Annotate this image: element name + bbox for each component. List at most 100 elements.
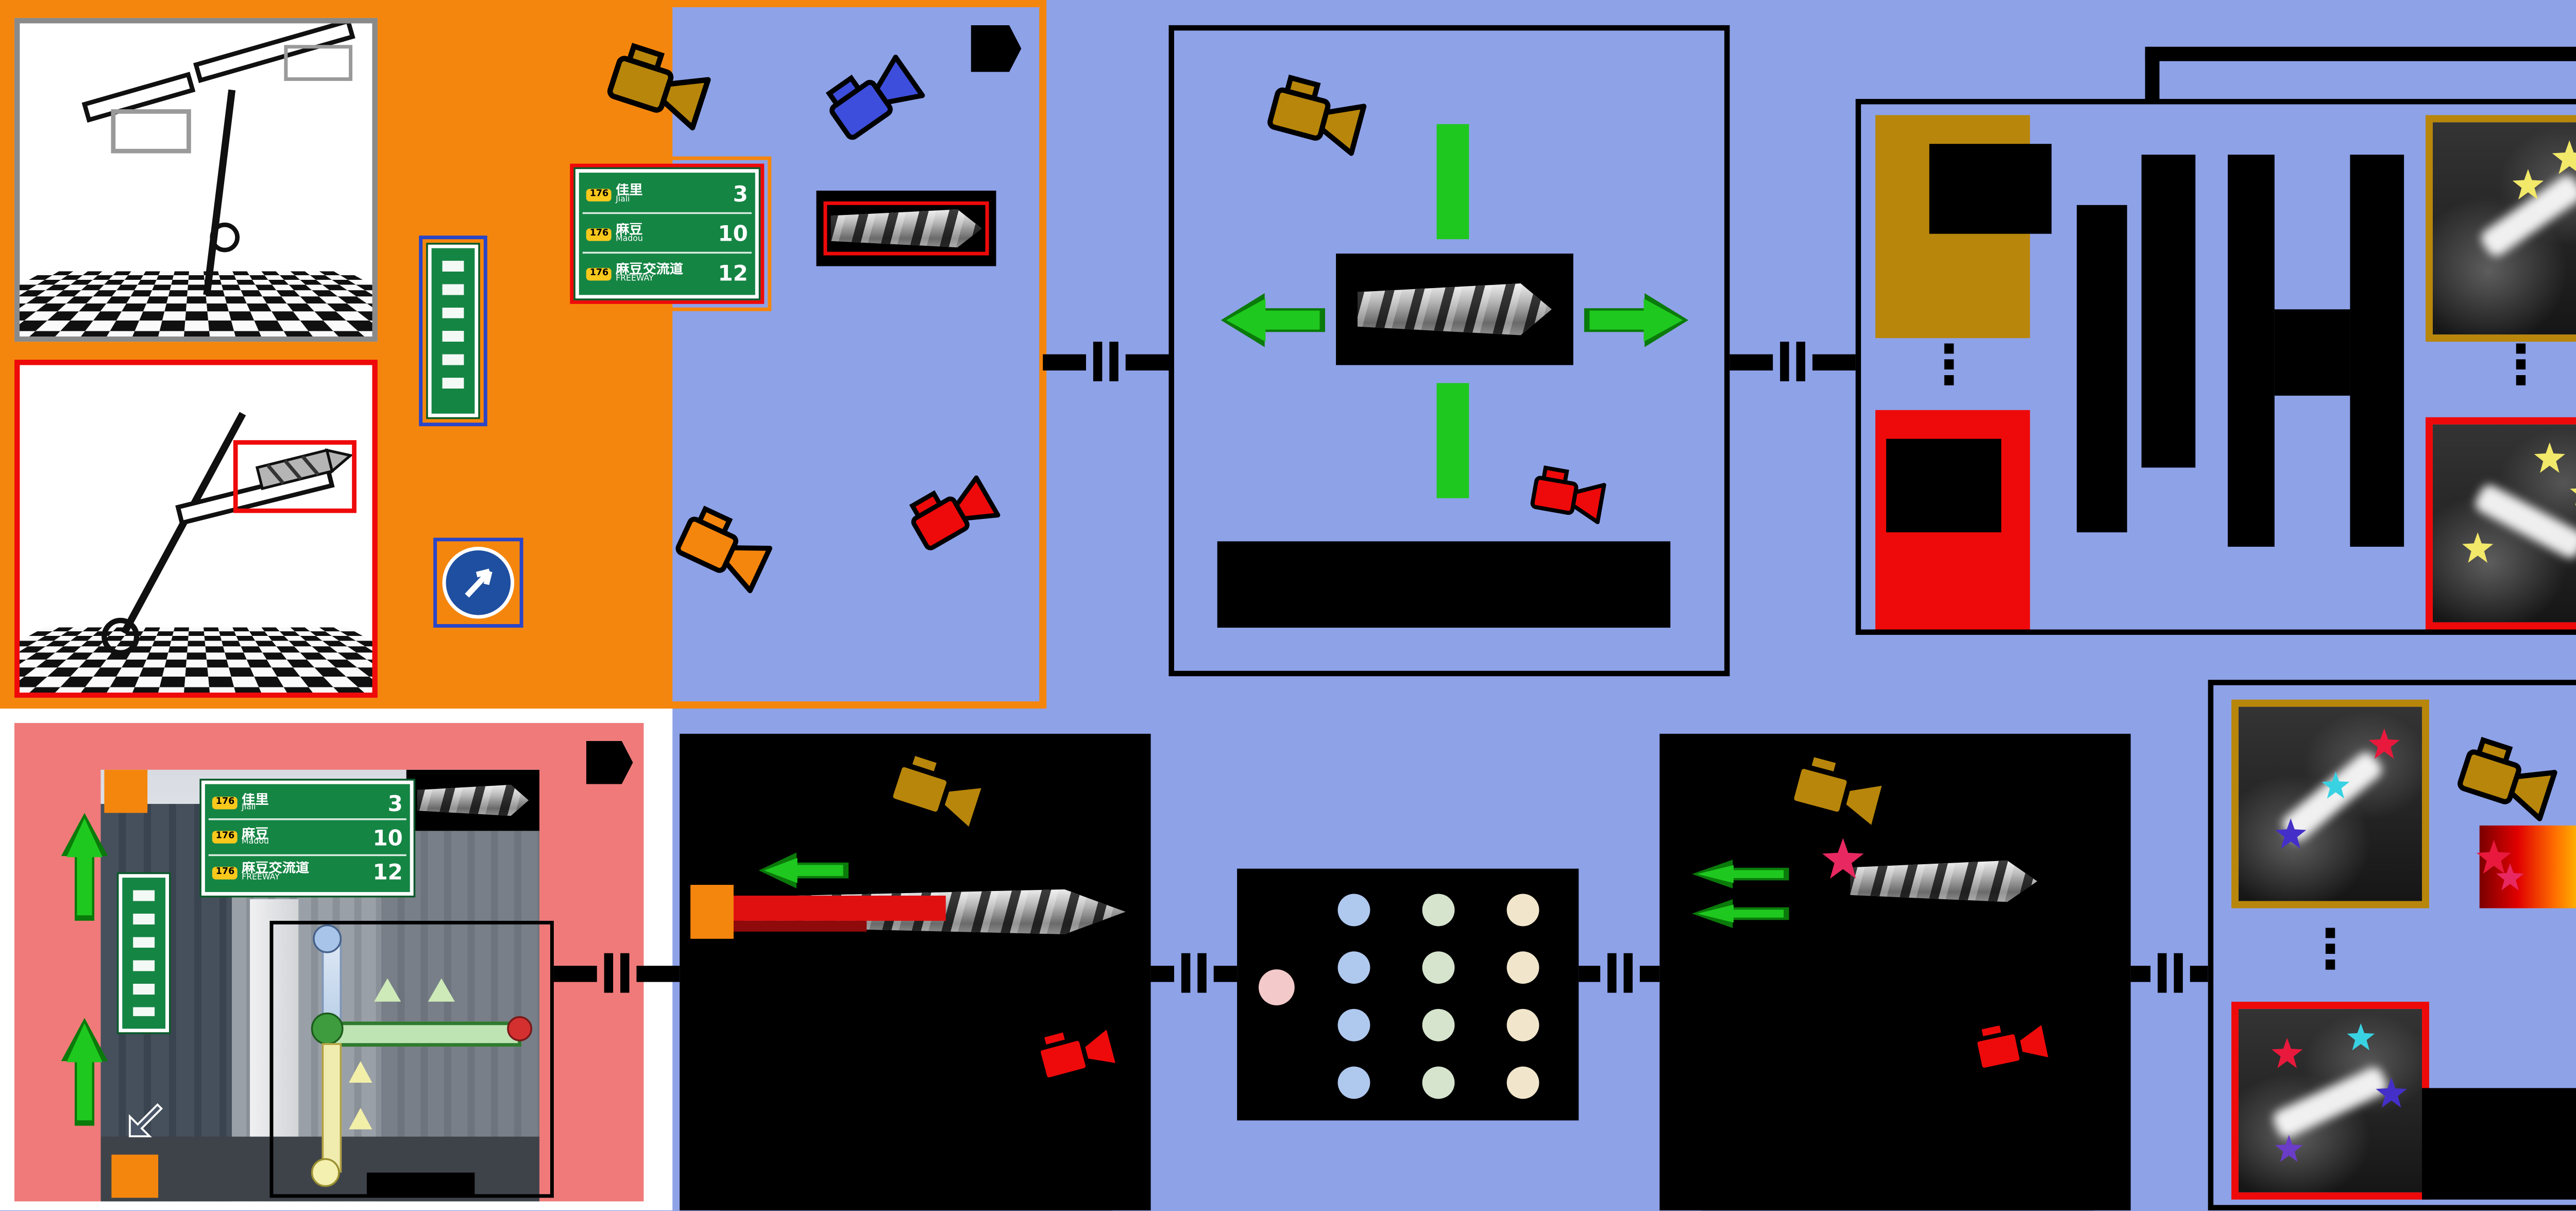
keypoint-star-yellow (2569, 478, 2576, 507)
connector (1579, 953, 1659, 993)
augmentation-panel (1169, 25, 1730, 676)
vdots: ⋮ (2494, 342, 2548, 390)
redacted-label (2422, 1088, 2576, 1199)
mlp-dot (1422, 894, 1455, 927)
feature-network-panel: ⋮ ⋮ (1856, 99, 2576, 635)
sign-destination-en: Madou (616, 237, 714, 245)
orange-synthetic-panel (0, 0, 672, 709)
axis-bar-x (331, 1021, 521, 1047)
green-arrow-left (759, 852, 849, 888)
mlp-dot (1338, 951, 1370, 984)
mlp-dot (1422, 951, 1455, 984)
orange-marker (111, 1155, 158, 1198)
keypoint-star-red (2271, 1038, 2303, 1070)
stage-badge-icon (971, 25, 1022, 72)
drill-bbox-red (823, 201, 989, 256)
route-shield: 176 (586, 188, 612, 200)
mlp-dot (1338, 1009, 1370, 1041)
axis-dot-blue (313, 924, 342, 953)
green-arrow-left (1692, 899, 1789, 928)
connector (1043, 342, 1168, 381)
axis-dot-green (311, 1013, 344, 1045)
sign-row: 176 佳里 Jiali 3 (209, 788, 406, 821)
green-arrow-left (1692, 860, 1789, 888)
camera-icon-red (1024, 995, 1130, 1113)
orange-marker (690, 885, 734, 939)
pose-axes-diagram (270, 921, 554, 1198)
drill-crop-image (1836, 849, 2052, 914)
real-photo-panel: 176 佳里 Jiali 3 176 麻豆 Madou 10 176 麻豆交流道… (14, 723, 644, 1201)
connector (554, 953, 680, 993)
keypoint-star-yellow (2551, 140, 2576, 176)
highway-sign: 176 佳里 Jiali 3 176 麻豆 Madou 10 176 麻豆交流道… (201, 781, 414, 896)
keypoint-star-yellow (2533, 443, 2566, 475)
drill-crop-image (1336, 254, 1573, 365)
orange-marker (104, 770, 147, 813)
green-arrow-up (61, 813, 108, 920)
drill-streak (2472, 482, 2576, 561)
sign-destination-cn: 佳里 (616, 183, 730, 197)
route-shield: 176 (586, 267, 612, 279)
sign-arrow-icon (446, 550, 511, 615)
network-bar (2142, 155, 2196, 467)
sign-row: 176 麻豆 Madou 10 (583, 216, 752, 254)
mlp-dot (1507, 951, 1539, 984)
mlp-dot (1422, 1067, 1455, 1099)
sign-distance: 12 (718, 261, 748, 286)
flow-line-top (2145, 47, 2576, 61)
crop-module-panel-2 (1659, 734, 2130, 1210)
camera-icon-orange (662, 492, 783, 610)
drill-streak (2270, 1064, 2390, 1140)
detection-panel (665, 0, 1046, 709)
triangle-marker-yellow (349, 1108, 372, 1130)
connector (2131, 953, 2208, 993)
sign-distance: 10 (718, 221, 748, 246)
sign-row: 176 麻豆 Madou 10 (209, 822, 406, 855)
camera-icon-red (1522, 442, 1614, 551)
network-bar (2228, 155, 2275, 547)
camera-icon-blue (812, 38, 936, 160)
vertical-sign (118, 874, 169, 1032)
route-shield: 176 (212, 832, 238, 844)
sign-distance: 3 (388, 790, 403, 816)
keypoint-output-panel: ⋮ (2208, 680, 2576, 1210)
green-arrow-left (1221, 293, 1325, 347)
mlp-dot (1507, 894, 1539, 927)
sign-row: 176 麻豆交流道 FREEWAY 12 (583, 256, 752, 292)
mlp-panel (1237, 869, 1579, 1121)
camera-icon-gold (2448, 726, 2566, 835)
camera-icon-red (1963, 989, 2061, 1104)
keypoint-star-purple (2275, 1135, 2303, 1164)
pole-lineart (20, 23, 372, 336)
sign-row: 176 麻豆交流道 FREEWAY 12 (209, 857, 406, 888)
keypoint-star-yellow (2462, 532, 2494, 565)
sign-distance: 3 (733, 181, 748, 207)
triangle-marker-yellow (349, 1061, 372, 1083)
redacted-label (1217, 541, 1670, 628)
drill-bit (417, 784, 529, 817)
route-shield: 176 (212, 867, 238, 879)
heatmap-strip (2480, 826, 2576, 909)
xray-image-red (2426, 417, 2576, 630)
red-mask-bar-dark (730, 921, 867, 932)
axis-bar-y (322, 1043, 342, 1172)
drill-bit (1358, 282, 1552, 337)
axis-dot-yellow (311, 1158, 340, 1187)
drill-bit (1850, 860, 2037, 903)
mlp-dot (1422, 1009, 1455, 1041)
connector (1151, 953, 1238, 993)
green-arrow-right (1584, 293, 1688, 347)
camera-icon-gold (1780, 741, 1895, 846)
axis-dot-red (507, 1016, 532, 1041)
sign-destination-cn: 麻豆 (616, 223, 714, 237)
mlp-dot (1338, 1067, 1370, 1099)
triangle-marker-green (374, 979, 401, 1002)
highway-sign: 176 佳里 Jiali 3 176 麻豆 Madou 10 176 麻豆交流道… (575, 169, 759, 298)
network-crossbar (2275, 309, 2350, 396)
connector (1730, 342, 1855, 381)
cursor-arrow-icon (126, 1101, 165, 1140)
drill-crop-image (406, 770, 539, 831)
camera-icon-gold (1258, 63, 1374, 172)
xray-image-gold (2231, 700, 2429, 909)
